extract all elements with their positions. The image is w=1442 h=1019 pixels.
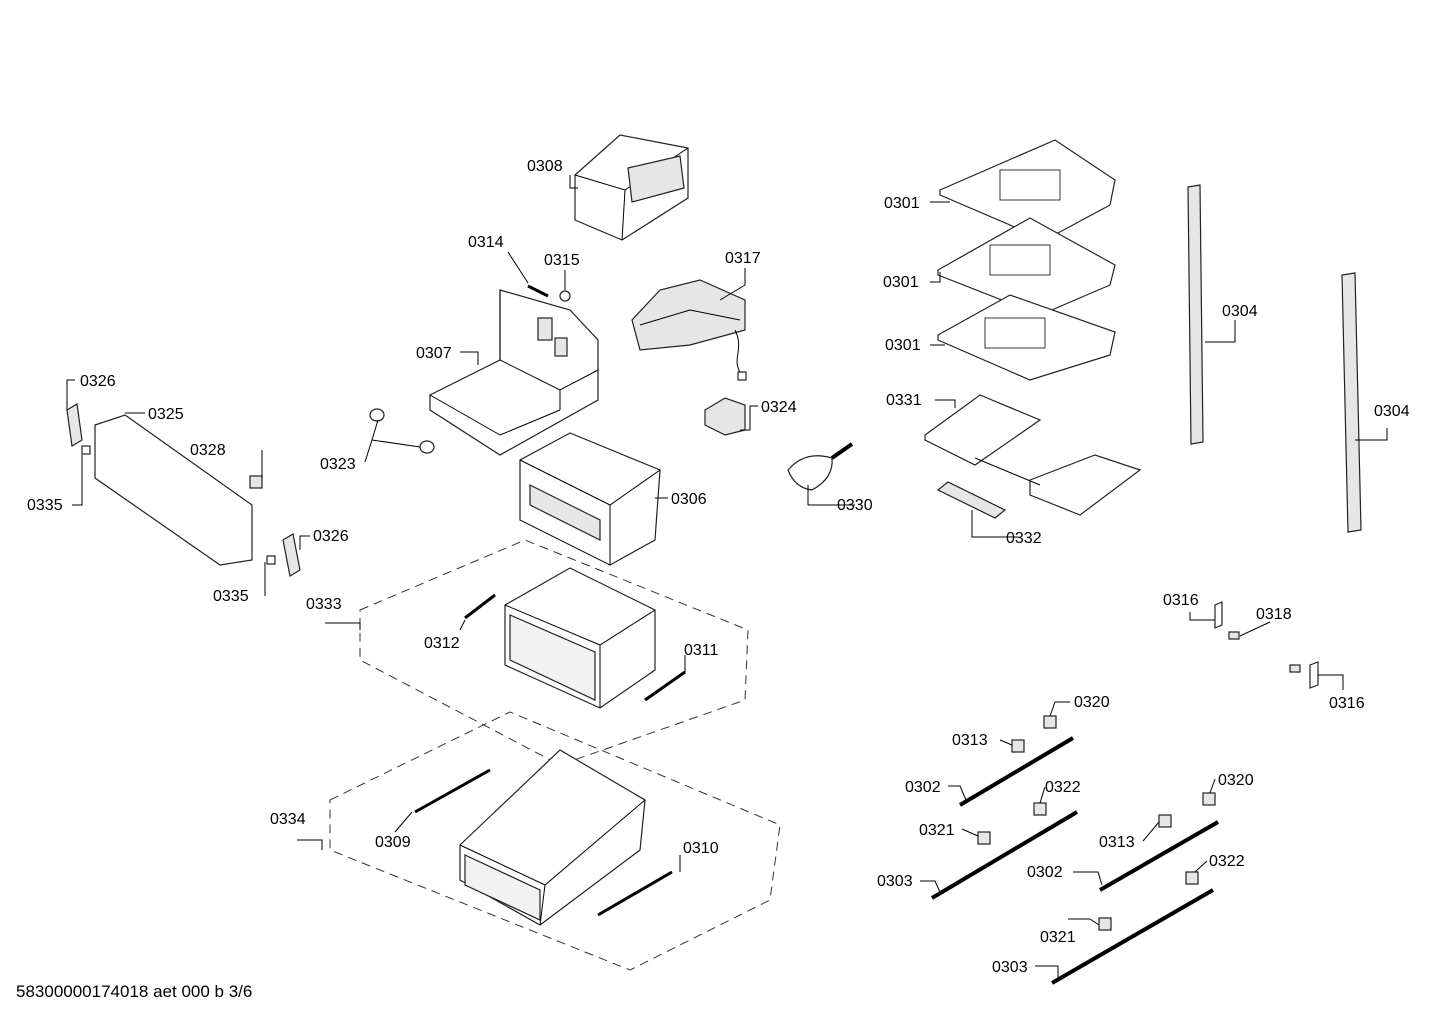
rail-0310	[597, 870, 673, 917]
shelf-0331	[924, 394, 1142, 516]
label-0301-c: 0301	[885, 337, 921, 354]
clip-0321-a	[977, 831, 991, 845]
label-0312: 0312	[424, 635, 460, 652]
label-0304-a: 0304	[1222, 303, 1258, 320]
label-0301-b: 0301	[883, 274, 919, 291]
drawer-assembly-0334-outline	[329, 711, 781, 971]
label-0325: 0325	[148, 406, 184, 423]
label-0332: 0332	[1006, 530, 1042, 547]
panel-0325	[94, 414, 253, 566]
drawer-basket-0333	[504, 567, 656, 709]
clip-0321-b	[1098, 917, 1112, 931]
ice-bucket-0306	[519, 432, 661, 566]
label-0316-b: 0316	[1329, 695, 1365, 712]
bracket-0326-b	[282, 533, 301, 577]
label-0318: 0318	[1256, 606, 1292, 623]
cap-0323-b	[419, 440, 435, 454]
label-0302-b: 0302	[1027, 864, 1063, 881]
clip-0313-a	[1011, 739, 1025, 753]
label-0307: 0307	[416, 345, 452, 362]
label-0309: 0309	[375, 834, 411, 851]
slide-0302-a	[958, 736, 1075, 807]
pad-0318-b	[1289, 664, 1301, 673]
clip-0320-b	[1202, 792, 1216, 806]
cap-0323-a	[369, 408, 385, 422]
washer-0315	[559, 290, 571, 302]
label-0314: 0314	[468, 234, 504, 251]
label-0304-b: 0304	[1374, 403, 1410, 420]
clip-0328	[249, 475, 263, 489]
label-0322-a: 0322	[1045, 779, 1081, 796]
label-0303-b: 0303	[992, 959, 1028, 976]
label-0308: 0308	[527, 158, 563, 175]
cover-0332	[936, 481, 1007, 519]
label-0321-a: 0321	[919, 822, 955, 839]
label-0313-b: 0313	[1099, 834, 1135, 851]
shelf-0301-c	[937, 294, 1116, 381]
label-0328: 0328	[190, 442, 226, 459]
bracket-0316-b	[1309, 661, 1319, 689]
document-footer: 58300000174018 aet 000 b 3/6	[16, 982, 252, 1001]
label-0317: 0317	[725, 250, 761, 267]
label-0315: 0315	[544, 252, 580, 269]
label-0313-a: 0313	[952, 732, 988, 749]
label-0334: 0334	[270, 811, 306, 828]
pin-0335-b	[266, 555, 276, 565]
label-0322-b: 0322	[1209, 853, 1245, 870]
label-0326-b: 0326	[313, 528, 349, 545]
label-0306: 0306	[671, 491, 707, 508]
slide-0303-b	[1050, 888, 1215, 985]
ice-scoop-0330	[787, 442, 854, 491]
bracket-0316-a	[1214, 601, 1223, 629]
rail-0309	[414, 768, 491, 814]
label-0311: 0311	[684, 642, 719, 659]
shelf-0301-a	[939, 139, 1116, 241]
rail-0312	[464, 593, 496, 620]
label-0331: 0331	[886, 392, 922, 409]
pad-0318	[1228, 631, 1240, 640]
pin-0335-a	[81, 445, 91, 455]
rod-0314	[527, 284, 549, 298]
callout-labels: 0308 0314 0315 0317 0307 0326 0325 0328 …	[27, 158, 1410, 976]
bracket-0326-a	[66, 403, 83, 447]
icemaker-0317	[631, 279, 747, 381]
label-0310: 0310	[683, 840, 719, 857]
clip-0322-a	[1033, 802, 1047, 816]
label-0333: 0333	[306, 596, 342, 613]
label-0326-a: 0326	[80, 373, 116, 390]
label-0321-b: 0321	[1040, 929, 1076, 946]
label-0323: 0323	[320, 456, 356, 473]
label-0324: 0324	[761, 399, 797, 416]
label-0335-b: 0335	[213, 588, 249, 605]
label-0320-b: 0320	[1218, 772, 1254, 789]
label-0301-a: 0301	[884, 195, 920, 212]
label-0303-a: 0303	[877, 873, 913, 890]
cover-0324	[704, 397, 746, 436]
label-0330: 0330	[837, 497, 873, 514]
ice-bin-0308	[574, 134, 689, 241]
track-0304-b	[1341, 272, 1362, 533]
clip-0322-b	[1185, 871, 1199, 885]
slide-0302-b	[1099, 820, 1219, 892]
frame-0307	[429, 289, 599, 456]
label-0320-a: 0320	[1074, 694, 1110, 711]
leader-lines	[66, 175, 1388, 978]
clip-0320-a	[1043, 715, 1057, 729]
label-0335-a: 0335	[27, 497, 63, 514]
shelf-0301-b	[937, 217, 1116, 316]
clip-0313-b	[1158, 814, 1172, 828]
label-0316-a: 0316	[1163, 592, 1199, 609]
rail-0311	[644, 670, 686, 702]
label-0302-a: 0302	[905, 779, 941, 796]
slide-0303-a	[930, 810, 1079, 900]
drawer-basket-0334	[459, 749, 646, 926]
track-0304-a	[1187, 184, 1204, 445]
